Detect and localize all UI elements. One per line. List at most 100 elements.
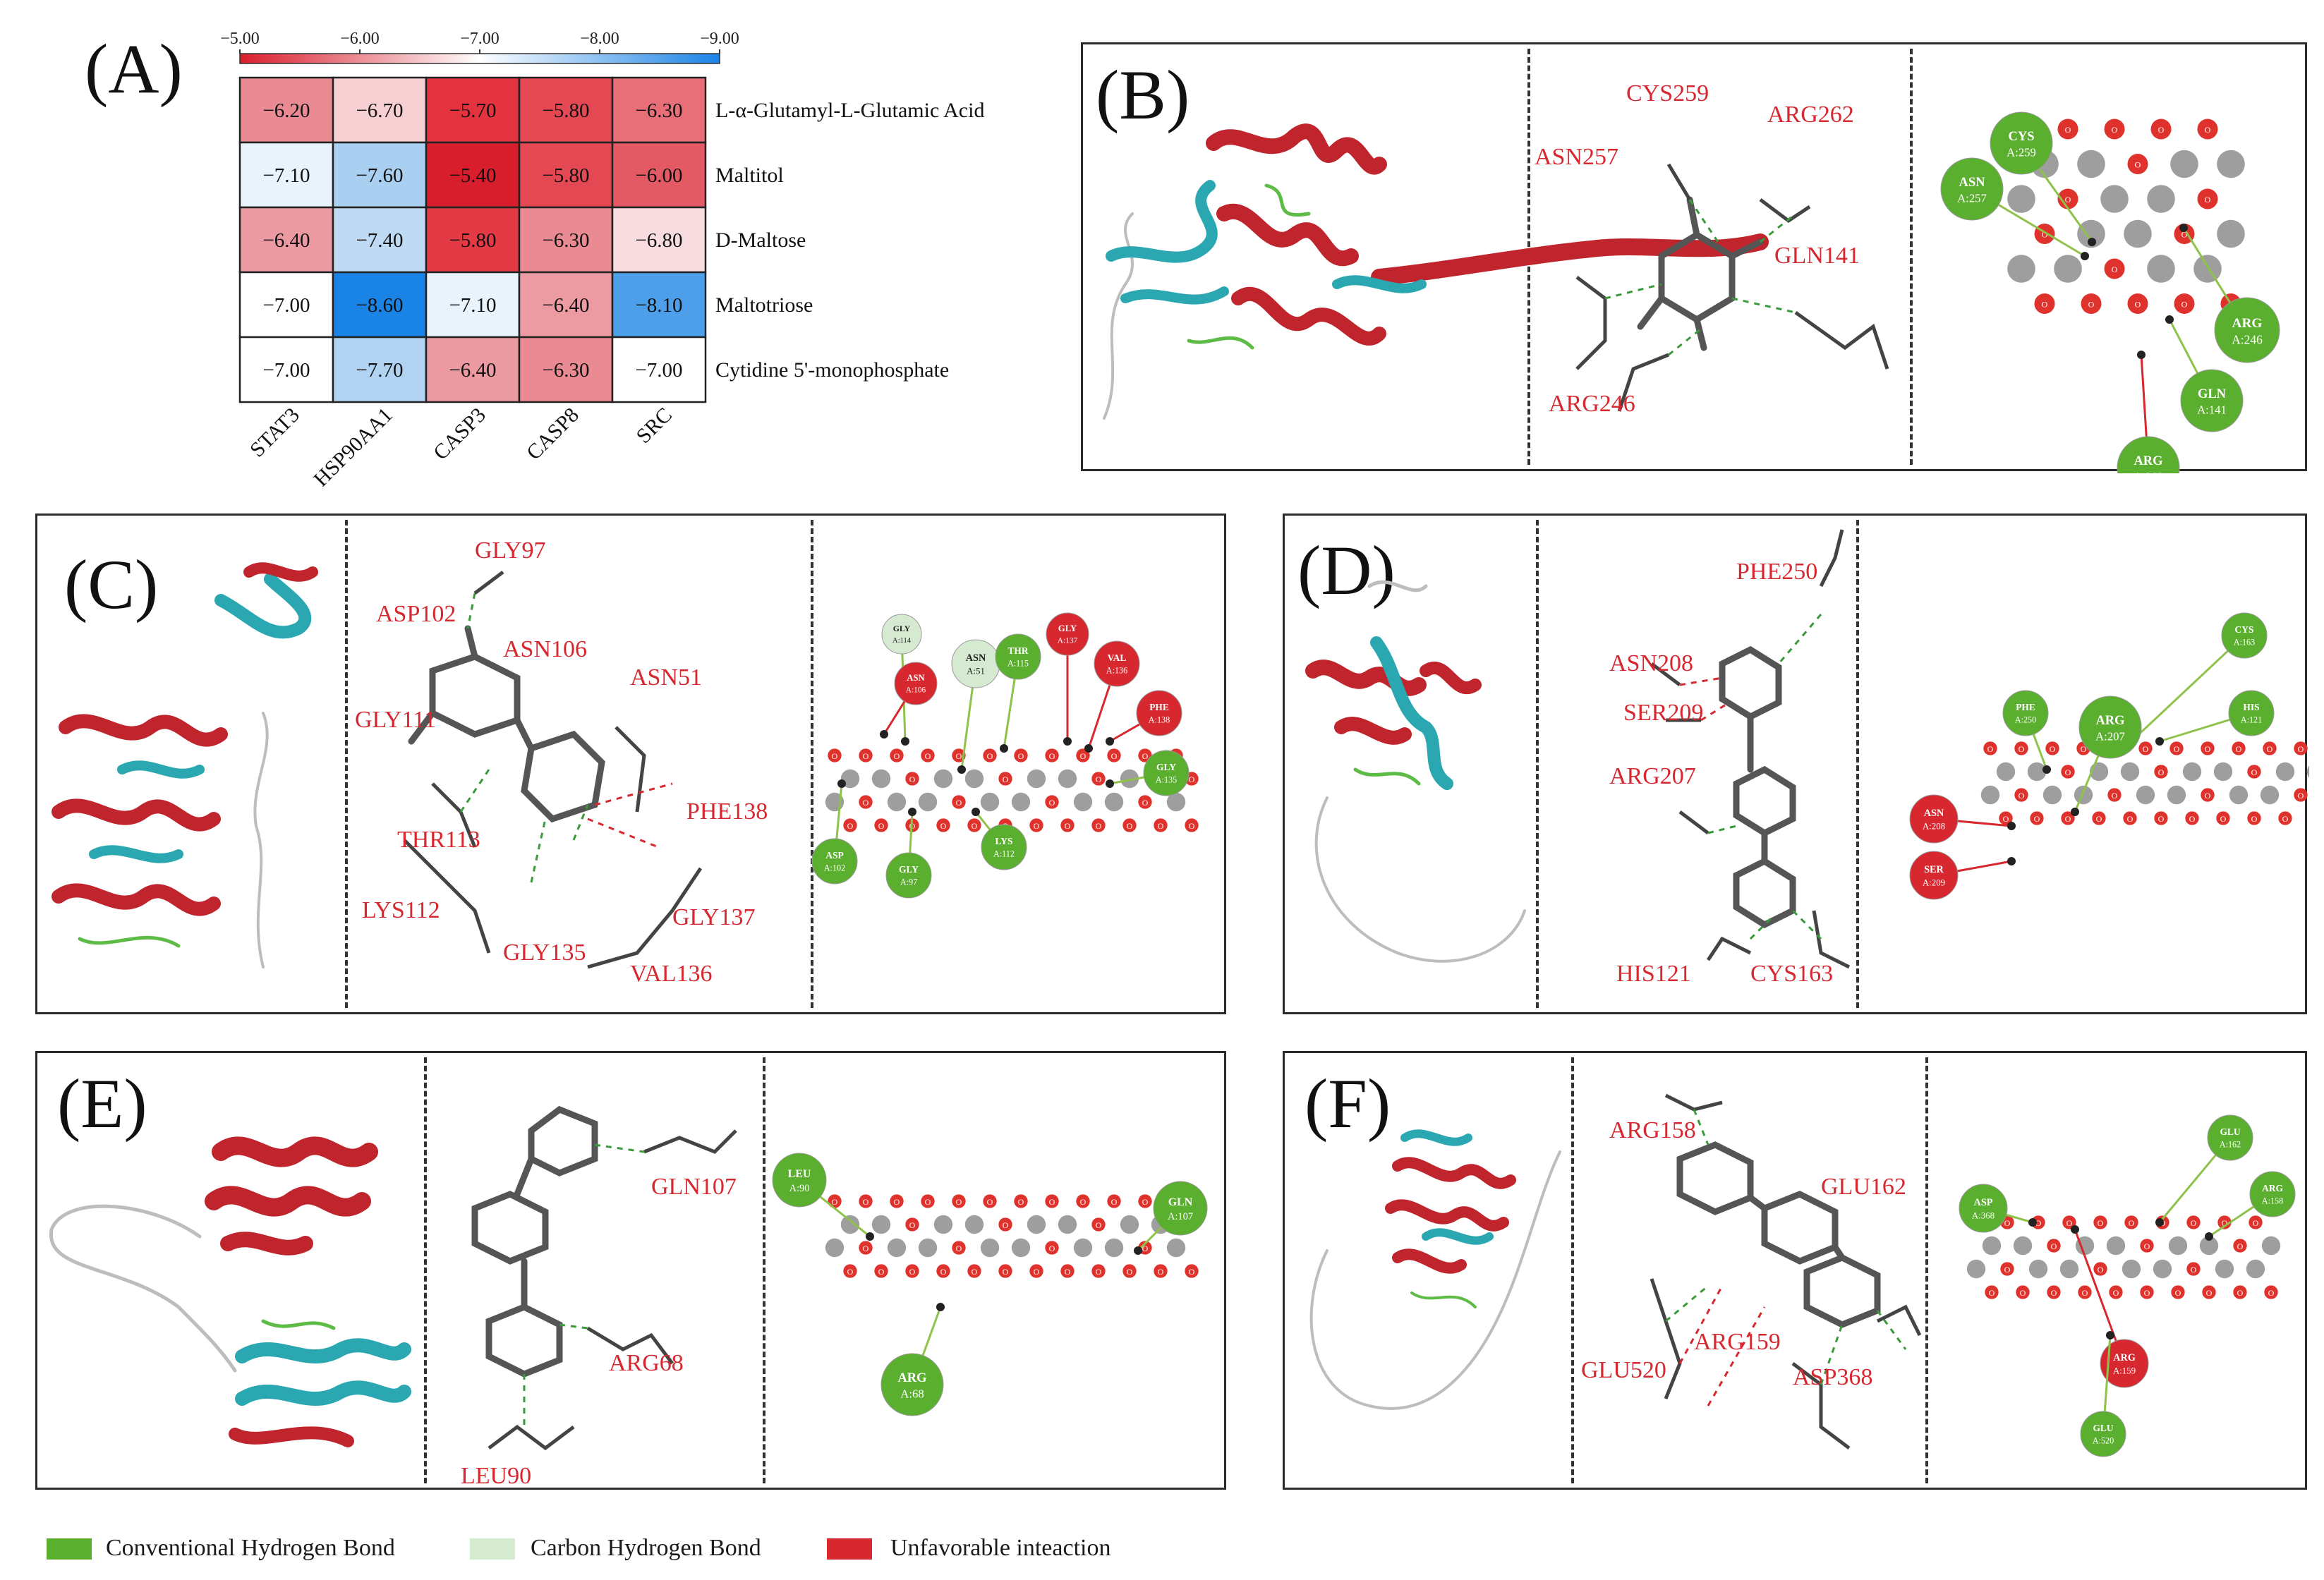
- atom-label: O: [1096, 1220, 1102, 1230]
- atom-label: O: [2298, 744, 2304, 754]
- protein-structure: [1103, 123, 1769, 420]
- oxygen-atom: [2124, 1215, 2138, 1229]
- atom-label: O: [1158, 1267, 1164, 1277]
- carbon-atom: [1058, 769, 1077, 789]
- atom-label: O: [2191, 1265, 2197, 1275]
- carbon-atom: [1166, 792, 1186, 812]
- heatmap-value: −5.80: [449, 229, 496, 252]
- colorbar-tick: −7.00: [460, 30, 500, 48]
- interaction-node: [2179, 224, 2188, 232]
- atom-label: O: [2267, 744, 2273, 754]
- oxygen-atom: [2062, 1215, 2076, 1229]
- divider: [1925, 1057, 1928, 1483]
- interaction-node: [2088, 238, 2096, 246]
- atom-label: O: [2004, 1218, 2011, 1228]
- carbon-atom: [2217, 150, 2245, 178]
- atom-label: O: [2206, 1288, 2213, 1298]
- residue-bubble: [981, 824, 1027, 870]
- residue-bubble: [2207, 1114, 2253, 1161]
- oxygen-atom: [2186, 1262, 2201, 1276]
- heatmap-value: −5.80: [542, 164, 589, 187]
- oxygen-atom: [1138, 795, 1152, 809]
- heatmap-value: −6.30: [542, 359, 589, 382]
- interaction-node: [2165, 315, 2174, 324]
- oxygen-atom: [859, 1194, 873, 1208]
- residue-bubble-id: A:250: [2015, 715, 2036, 724]
- heatmap-col-label: SRC: [632, 403, 677, 448]
- oxygen-atom: [1076, 748, 1090, 762]
- oxygen-atom: [2186, 1215, 2201, 1229]
- oxygen-atom: [2014, 788, 2028, 802]
- atom-label: O: [1049, 798, 1055, 808]
- atom-label: O: [1049, 751, 1055, 761]
- residue-bubble-id: A:102: [824, 863, 845, 873]
- oxygen-atom: [952, 1241, 966, 1255]
- residue-bubble-name: PHE: [2016, 702, 2035, 712]
- residue-bubble-name: VAL: [1108, 652, 1127, 663]
- oxygen-atom: [2202, 1285, 2216, 1299]
- carbon-atom: [2153, 1259, 2172, 1279]
- heatmap-cell: [518, 336, 614, 403]
- carbon-atom: [918, 1238, 938, 1258]
- residue-bubble-id: A:138: [1149, 715, 1170, 724]
- oxygen-atom: [1185, 818, 1199, 832]
- residue-label: ARG158: [1609, 1117, 1696, 1143]
- oxygen-atom: [2057, 188, 2078, 209]
- heatmap-value: −6.70: [356, 99, 403, 122]
- residue-bubble-id: A:158: [2262, 1196, 2283, 1205]
- residue-bubble-id: A:135: [1156, 774, 1177, 784]
- oxygen-atom: [1029, 818, 1043, 832]
- atom-label: O: [2181, 300, 2188, 310]
- residue-bubble: [2100, 1339, 2149, 1388]
- oxygen-atom: [1014, 748, 1028, 762]
- atom-label: O: [1065, 821, 1071, 831]
- legend-swatch-conventional: [47, 1538, 92, 1560]
- atom-label: O: [2066, 1218, 2073, 1228]
- atom-label: O: [2051, 1241, 2057, 1251]
- heatmap-chart: −5.00−6.00−7.00−8.00−9.00 −6.20−6.70−5.7…: [220, 30, 984, 487]
- residue-bubble-name: GLN: [1168, 1196, 1193, 1208]
- carbon-atom: [1027, 1215, 1046, 1234]
- oxygen-atom: [952, 1194, 966, 1208]
- residue-bubble: [2249, 1171, 2296, 1217]
- oxygen-atom: [2047, 1285, 2061, 1299]
- carbon-atom: [1166, 1238, 1186, 1258]
- panel-label-b: (B): [1096, 56, 1190, 134]
- residue-bubble: [1143, 750, 1190, 796]
- oxygen-atom: [2247, 765, 2261, 779]
- oxygen-atom: [843, 1264, 857, 1278]
- carbon-atom: [871, 1215, 891, 1234]
- atom-label: O: [987, 1197, 993, 1207]
- atom-label: O: [972, 821, 978, 831]
- carbon-atom: [933, 1215, 953, 1234]
- atom-label: O: [2020, 1288, 2026, 1298]
- atom-label: O: [2268, 1288, 2275, 1298]
- atom-label: O: [1003, 774, 1009, 784]
- carbon-atom: [980, 1238, 1000, 1258]
- carbon-atom: [2077, 219, 2105, 248]
- residue-label: PHE250: [1736, 559, 1817, 585]
- oxygen-atom: [2014, 741, 2028, 755]
- legend-label-carbon: Carbon Hydrogen Bond: [531, 1535, 761, 1561]
- carbon-atom: [2120, 762, 2140, 782]
- atom-label: O: [1142, 1244, 1149, 1253]
- divider: [345, 520, 348, 1008]
- oxygen-atom: [2107, 788, 2122, 802]
- atom-label: O: [1080, 751, 1087, 761]
- oxygen-atom: [2154, 765, 2168, 779]
- atom-label: O: [2205, 125, 2211, 135]
- interaction-node: [2042, 765, 2051, 774]
- residue-label: PHE138: [686, 798, 768, 825]
- interaction-node: [837, 779, 846, 788]
- divider: [763, 1057, 765, 1483]
- atom-label: O: [2174, 744, 2180, 754]
- oxygen-atom: [983, 748, 997, 762]
- carbon-atom: [2213, 762, 2233, 782]
- residue-label: VAL136: [630, 961, 713, 987]
- atom-label: O: [2282, 814, 2289, 824]
- residue-bubble-id: A:97: [900, 877, 917, 887]
- residue-bubble: [1909, 794, 1959, 844]
- residue-label: ARG159: [1694, 1329, 1781, 1355]
